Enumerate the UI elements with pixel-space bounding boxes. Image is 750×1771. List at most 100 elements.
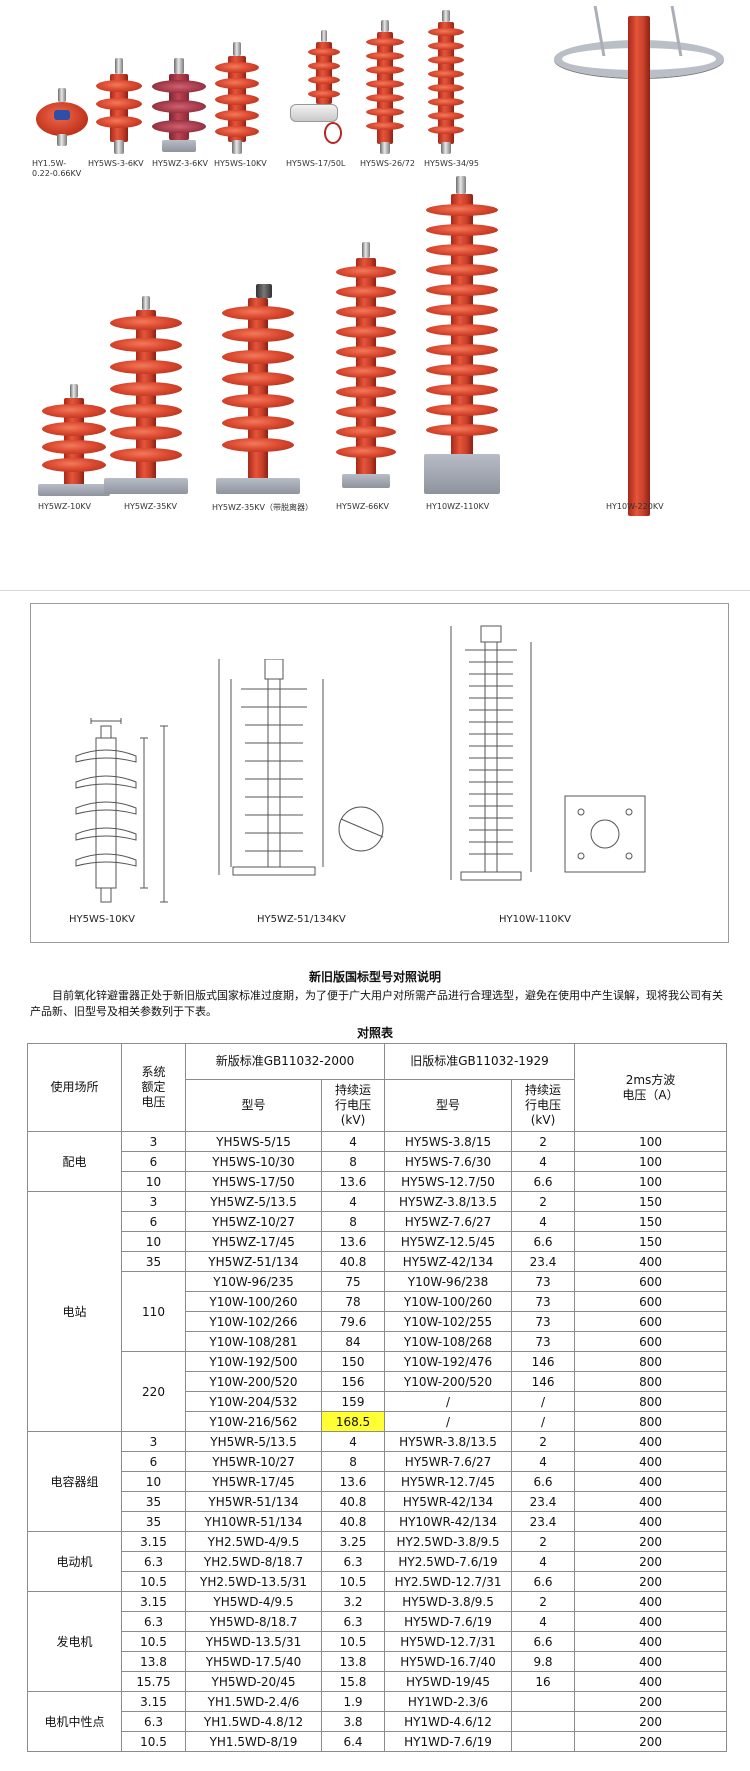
cell-old-cont-voltage: 2 — [511, 1131, 576, 1152]
cell-wave-voltage: 150 — [574, 1211, 728, 1232]
cell-new-model: YH2.5WD-13.5/31 — [185, 1571, 322, 1592]
cell-old-model: HY5WR-3.8/13.5 — [384, 1431, 513, 1452]
cell-new-cont-voltage: 8 — [320, 1211, 386, 1232]
cell-old-model: Y10W-108/268 — [384, 1331, 513, 1352]
cell-old-cont-voltage: 4 — [511, 1211, 576, 1232]
header-wave-voltage: 2ms方波 电压（A） — [574, 1043, 728, 1132]
technical-drawings-panel: HY5WS-10KV HY5WZ-51/134KV — [30, 603, 729, 943]
cell-wave-voltage: 800 — [574, 1371, 728, 1392]
cell-new-model: Y10W-192/500 — [185, 1351, 322, 1372]
cell-new-model: YH5WS-10/30 — [185, 1151, 322, 1172]
cell-old-model: HY5WZ-42/134 — [384, 1251, 513, 1272]
cell-old-cont-voltage: 6.6 — [511, 1471, 576, 1492]
cell-rated-voltage: 3.15 — [121, 1591, 186, 1612]
cell-new-model: YH5WZ-5/13.5 — [185, 1191, 322, 1212]
cell-old-cont-voltage — [511, 1711, 576, 1732]
cell-wave-voltage: 400 — [574, 1431, 728, 1452]
cell-old-cont-voltage: / — [511, 1391, 576, 1412]
table-subheader-row: 型号 持续运 行电压 (kV) 型号 持续运 行电压 (kV) — [28, 1079, 727, 1132]
cell-new-cont-voltage: 6.4 — [320, 1731, 386, 1752]
drawing-label-hy10w-110kv: HY10W-110KV — [499, 914, 571, 925]
cell-new-cont-voltage: 156 — [320, 1371, 386, 1392]
table-caption: 对照表 — [356, 1026, 393, 1040]
arrester-photo-hy5wz-35-disconnector — [216, 284, 300, 500]
photo-label-hy5ws-34-95: HY5WS-34/95 — [424, 159, 479, 168]
photo-label-hy5wz-66: HY5WZ-66KV — [336, 502, 390, 511]
cell-new-model: YH5WZ-51/134 — [185, 1251, 322, 1272]
cell-new-model: YH2.5WD-8/18.7 — [185, 1551, 322, 1572]
cell-new-cont-voltage: 40.8 — [320, 1491, 386, 1512]
cell-rated-voltage: 15.75 — [121, 1671, 186, 1692]
cell-rated-voltage: 6.3 — [121, 1611, 186, 1632]
cell-new-cont-voltage: 10.5 — [320, 1571, 386, 1592]
cell-new-model: YH1.5WD-2.4/6 — [185, 1691, 322, 1712]
cell-new-cont-voltage: 4 — [320, 1431, 386, 1452]
cell-rated-voltage: 6 — [121, 1151, 186, 1172]
cell-site: 配电 — [27, 1131, 122, 1192]
arrester-photo-hy5ws-3-6 — [96, 58, 142, 154]
cell-wave-voltage: 600 — [574, 1311, 728, 1332]
cell-new-cont-voltage: 79.6 — [320, 1311, 386, 1332]
cell-new-cont-voltage: 6.3 — [320, 1611, 386, 1632]
cell-old-model: HY1WD-2.3/6 — [384, 1691, 513, 1712]
arrester-photo-hy5wz-10 — [38, 384, 110, 500]
cell-old-cont-voltage: 23.4 — [511, 1511, 576, 1532]
cell-wave-voltage: 400 — [574, 1511, 728, 1532]
cell-old-model: HY5WS-12.7/50 — [384, 1171, 513, 1192]
arrester-photo-hy5ws-17-50l — [290, 30, 352, 154]
cell-rated-voltage: 10.5 — [121, 1631, 186, 1652]
cell-new-cont-voltage: 159 — [320, 1391, 386, 1412]
cell-old-model: HY5WR-42/134 — [384, 1491, 513, 1512]
cell-rated-voltage: 220 — [121, 1351, 186, 1432]
cell-new-cont-voltage: 3.8 — [320, 1711, 386, 1732]
cell-wave-voltage: 150 — [574, 1231, 728, 1252]
cell-old-cont-voltage — [511, 1691, 576, 1712]
cell-rated-voltage: 10 — [121, 1471, 186, 1492]
cell-old-cont-voltage: 73 — [511, 1311, 576, 1332]
cell-new-model: YH5WR-51/134 — [185, 1491, 322, 1512]
cell-new-model: YH5WD-17.5/40 — [185, 1651, 322, 1672]
cell-wave-voltage: 200 — [574, 1531, 728, 1552]
cell-site: 电容器组 — [27, 1431, 122, 1532]
cell-new-cont-voltage: 3.2 — [320, 1591, 386, 1612]
cell-wave-voltage: 200 — [574, 1711, 728, 1732]
cell-wave-voltage: 800 — [574, 1391, 728, 1412]
photo-label-hy10w-220: HY10W-220KV — [606, 502, 664, 511]
cell-old-model: HY5WZ-3.8/13.5 — [384, 1191, 513, 1212]
cell-new-model: YH1.5WD-4.8/12 — [185, 1711, 322, 1732]
cell-old-cont-voltage — [511, 1731, 576, 1752]
cell-old-model: HY1WD-4.6/12 — [384, 1711, 513, 1732]
cell-old-cont-voltage: 6.6 — [511, 1171, 576, 1192]
cell-site: 发电机 — [27, 1591, 122, 1692]
cell-new-model: YH2.5WD-4/9.5 — [185, 1531, 322, 1552]
photo-label-hy1-5w-voltage: 0.22-0.66KV — [32, 169, 82, 178]
cell-old-model: HY5WS-7.6/30 — [384, 1151, 513, 1172]
photo-label-hy5ws-3-6: HY5WS-3-6KV — [88, 159, 144, 168]
cell-new-model: YH5WZ-17/45 — [185, 1231, 322, 1252]
cell-new-cont-voltage: 13.8 — [320, 1651, 386, 1672]
photo-label-hy5ws-17-50l: HY5WS-17/50L — [286, 159, 346, 168]
photo-label-hy5wz-3-6: HY5WZ-3-6KV — [152, 159, 208, 168]
cell-site: 电机中性点 — [27, 1691, 122, 1752]
cell-old-model: HY2.5WD-7.6/19 — [384, 1551, 513, 1572]
drawing-label-hy5ws-10kv: HY5WS-10KV — [69, 914, 135, 925]
cell-rated-voltage: 3 — [121, 1131, 186, 1152]
cell-new-model: YH5WS-5/15 — [185, 1131, 322, 1152]
cell-old-model: Y10W-192/476 — [384, 1351, 513, 1372]
arrester-photo-hy5ws-26-72 — [366, 20, 404, 154]
cell-old-cont-voltage: 23.4 — [511, 1491, 576, 1512]
cell-rated-voltage: 10.5 — [121, 1731, 186, 1752]
section-divider — [0, 590, 750, 591]
cell-wave-voltage: 600 — [574, 1331, 728, 1352]
